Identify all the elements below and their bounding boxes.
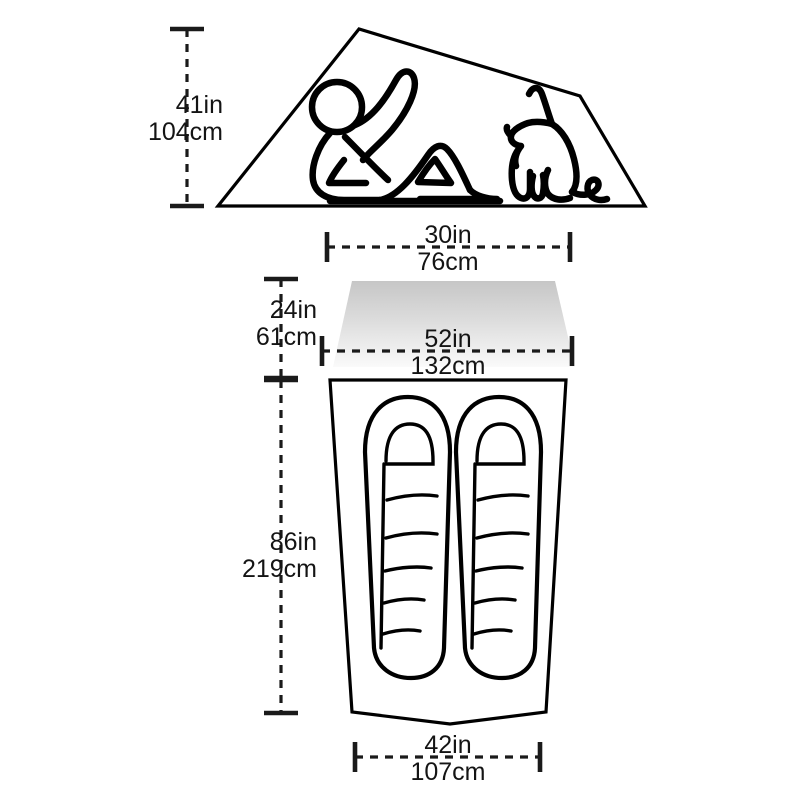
sleeping-bag-left-hood [384,422,435,466]
sleeping-bag-right-baffle-5 [472,628,513,636]
peak-height-imperial: 41in [176,91,223,119]
vestibule-depth-imperial: 24in [270,296,317,324]
person-head [308,78,366,136]
floor-foot-width-imperial: 42in [424,731,471,759]
sleeping-bag-right-edge [470,462,477,650]
dog-front-leg-left [508,146,534,202]
dog-head [507,84,556,170]
side-elevation-view [214,27,648,208]
sleeping-bag-left-baffle-4 [382,597,426,605]
dog-tail [568,176,611,204]
dimension-vestibule-depth: 24in 61cm [256,276,317,381]
sleeping-bag-right-baffle-4 [473,597,517,605]
sleeping-bag-left-baffle-5 [381,628,422,636]
person-forearm [341,133,392,184]
sleeping-bag-right-baffle-1 [476,493,530,502]
sleeping-bag-right-shell [453,394,544,681]
sleeping-bag-left-shell [362,394,453,681]
dog-back [548,120,580,196]
tent-profile-outline [214,27,648,208]
person-bent-leg [376,142,474,204]
sleeping-bag-left-baffle-1 [385,493,439,502]
floor-foot-width-metric: 107cm [410,758,485,786]
dog-snout [503,123,515,140]
person-raised-arm [351,68,419,164]
dimension-floor-length: 86in 219cm [242,377,317,716]
person-knee-detail [414,155,455,187]
peak-height-metric: 104cm [148,118,223,146]
dimension-floor-foot-width: 42in 107cm [352,731,543,786]
vestibule-top-width-metric: 76cm [417,248,478,276]
sleeping-bag-right-baffle-3 [474,565,524,573]
dimension-vestibule-top-width: 30in 76cm [324,221,573,276]
sleeping-bag-left-baffle-3 [383,565,433,573]
sleeping-bag-left [362,394,453,681]
sleeping-bag-right [453,394,544,681]
dog-haunch [541,166,574,203]
floor-length-metric: 219cm [242,555,317,583]
vestibule-awning [333,281,575,367]
sleeping-bag-right-hood [475,422,526,466]
sleeping-bag-left-baffle-2 [384,531,439,540]
sleeping-bag-right-baffle-2 [475,531,530,540]
floor-plan-view [328,281,575,726]
dog-sitting-figure [503,84,611,204]
person-elbow-bend [325,156,370,187]
dimension-vestibule-bottom-width: 52in 132cm [319,325,575,380]
vestibule-top-width-imperial: 30in [424,221,471,249]
floor-length-imperial: 86in [270,528,317,556]
vestibule-bottom-width-imperial: 52in [424,325,471,353]
dimension-peak-height: 41in 104cm [148,26,223,209]
vestibule-bottom-width-metric: 132cm [410,352,485,380]
person-reclining-figure [308,68,504,205]
sleeping-bag-left-edge [379,462,386,650]
vestibule-depth-metric: 61cm [256,323,317,351]
